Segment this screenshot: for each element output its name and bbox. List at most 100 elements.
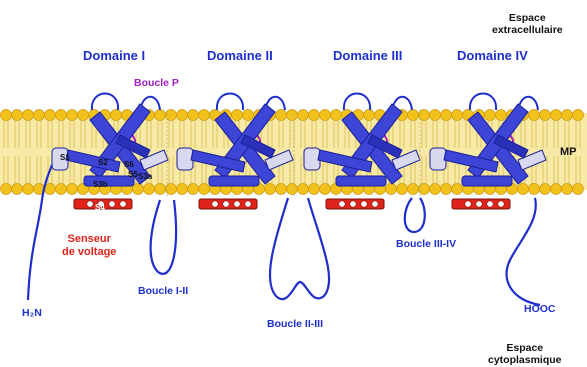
domain-iv-title: Domaine IV — [457, 48, 528, 63]
lipid-head-outer — [199, 110, 210, 121]
segment-s4-label: S4 — [95, 203, 105, 212]
extracellular-loop — [217, 94, 285, 113]
cytoplasmic-label: Espace cytoplasmique — [488, 342, 562, 366]
extracellular-label-line2: extracellulaire — [492, 24, 563, 36]
lipid-head-outer — [34, 110, 45, 121]
loop-ii-iii-label: Boucle II-III — [267, 318, 323, 330]
charge-plus — [245, 201, 251, 207]
extracellular-label-line1: Espace — [492, 12, 563, 24]
lipid-head-inner — [199, 184, 210, 195]
lipid-head-outer — [23, 110, 34, 121]
segment-s3b-label: S3b — [93, 180, 108, 189]
lipid-head-inner — [320, 184, 331, 195]
lipid-head-outer — [56, 110, 67, 121]
lipid-head-inner — [155, 184, 166, 195]
lipid-head-outer — [364, 110, 375, 121]
charge-plus — [487, 201, 493, 207]
domain-iii-title: Domaine III — [333, 48, 402, 63]
lipid-head-inner — [144, 184, 155, 195]
lipid-head-outer — [573, 110, 584, 121]
lipid-head-inner — [56, 184, 67, 195]
lipid-head-outer — [67, 110, 78, 121]
charge-plus — [465, 201, 471, 207]
charge-plus — [234, 201, 240, 207]
lipid-head-inner — [177, 184, 188, 195]
helix-s3b — [84, 176, 134, 186]
lipid-head-inner — [12, 184, 23, 195]
charge-plus — [109, 201, 115, 207]
lipid-head-inner — [562, 184, 573, 195]
segment-s3a-label: S3a — [138, 172, 152, 181]
charge-plus — [339, 201, 345, 207]
lipid-head-inner — [166, 184, 177, 195]
segment-s5-label: S5 — [128, 170, 138, 179]
lipid-head-outer — [540, 110, 551, 121]
lipid-head-outer — [1, 110, 12, 121]
lipid-head-inner — [452, 184, 463, 195]
extracellular-loop — [470, 94, 538, 113]
lipid-head-outer — [309, 110, 320, 121]
domain-i-title: Domaine I — [83, 48, 145, 63]
lipid-head-outer — [276, 110, 287, 121]
lipid-head-outer — [177, 110, 188, 121]
helix-s3b — [209, 176, 259, 186]
lipid-head-outer — [243, 110, 254, 121]
lipid-head-outer — [298, 110, 309, 121]
voltage-sensor-line1: Senseur — [62, 233, 116, 246]
cytoplasmic-label-line2: cytoplasmique — [488, 354, 562, 366]
lipid-head-inner — [540, 184, 551, 195]
charge-plus — [87, 201, 93, 207]
lipid-head-inner — [276, 184, 287, 195]
charge-plus — [498, 201, 504, 207]
lipid-head-outer — [155, 110, 166, 121]
lipid-head-outer — [232, 110, 243, 121]
lipid-head-inner — [23, 184, 34, 195]
lipid-head-inner — [441, 184, 452, 195]
domain-ii-title: Domaine II — [207, 48, 273, 63]
lipid-head-outer — [529, 110, 540, 121]
charge-plus — [212, 201, 218, 207]
lipid-head-outer — [45, 110, 56, 121]
lipid-head-inner — [397, 184, 408, 195]
lipid-head-outer — [408, 110, 419, 121]
lipid-head-outer — [320, 110, 331, 121]
lipid-head-inner — [551, 184, 562, 195]
p-loop-label: Boucle P — [134, 77, 179, 89]
charge-plus — [223, 201, 229, 207]
voltage-sensor-label: Senseur de voltage — [62, 233, 116, 259]
lipid-head-inner — [265, 184, 276, 195]
lipid-head-inner — [298, 184, 309, 195]
charge-plus — [372, 201, 378, 207]
lipid-head-inner — [309, 184, 320, 195]
lipid-head-inner — [518, 184, 529, 195]
lipid-head-inner — [188, 184, 199, 195]
loop-i-ii-label: Boucle I-II — [138, 285, 188, 297]
lipid-head-outer — [562, 110, 573, 121]
helix-s1 — [177, 148, 193, 170]
charge-plus — [120, 201, 126, 207]
cytoplasmic-label-line1: Espace — [488, 342, 562, 354]
lipid-head-inner — [573, 184, 584, 195]
membrane-label: MP — [560, 146, 577, 158]
segment-s1-label: S1 — [60, 153, 70, 162]
lipid-head-outer — [111, 110, 122, 121]
lipid-head-outer — [12, 110, 23, 121]
lipid-head-inner — [529, 184, 540, 195]
lipid-head-inner — [133, 184, 144, 195]
charge-plus — [476, 201, 482, 207]
lipid-head-inner — [419, 184, 430, 195]
lipid-head-inner — [67, 184, 78, 195]
charge-plus — [350, 201, 356, 207]
lipid-head-inner — [1, 184, 12, 195]
charge-plus — [361, 201, 367, 207]
lipid-head-outer — [485, 110, 496, 121]
lipid-head-outer — [188, 110, 199, 121]
helix-s1 — [430, 148, 446, 170]
n-terminus-label: H₂N — [22, 307, 42, 319]
helix-s3b — [336, 176, 386, 186]
lipid-head-outer — [331, 110, 342, 121]
lipid-head-outer — [496, 110, 507, 121]
voltage-sensor-line2: de voltage — [62, 246, 116, 259]
lipid-head-outer — [452, 110, 463, 121]
c-terminus-label: HOOC — [524, 303, 556, 315]
